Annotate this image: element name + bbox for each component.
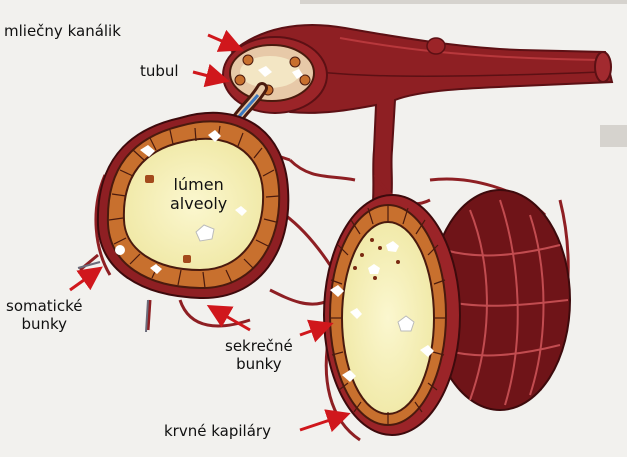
label-capillaries: krvné kapiláry	[164, 423, 271, 441]
label-lumen: lúmen alveoly	[170, 176, 227, 214]
label-lumen-line1: lúmen	[170, 176, 227, 195]
label-lumen-line2: alveoly	[170, 195, 227, 214]
right-alveolus	[324, 195, 460, 435]
label-duct-text: mliečny kanálik	[4, 22, 121, 40]
label-tubule: tubul	[140, 63, 179, 81]
arrow-somatic	[70, 270, 98, 290]
label-secretory-line1: sekrečné	[225, 338, 293, 356]
label-somatic-line1: somatické	[6, 298, 82, 316]
label-somatic: somatické bunky	[6, 298, 82, 333]
label-secretory-line2: bunky	[225, 356, 293, 374]
arrow-duct	[208, 35, 238, 48]
label-duct: mliečny kanálik	[4, 23, 121, 41]
label-somatic-line2: bunky	[6, 316, 82, 334]
label-capillaries-text: krvné kapiláry	[164, 422, 271, 440]
arrow-capillaries	[300, 415, 345, 430]
label-tubule-text: tubul	[140, 62, 179, 80]
label-secretory: sekrečné bunky	[225, 338, 293, 373]
arrow-tubule	[193, 72, 224, 80]
milk-duct	[223, 37, 327, 113]
